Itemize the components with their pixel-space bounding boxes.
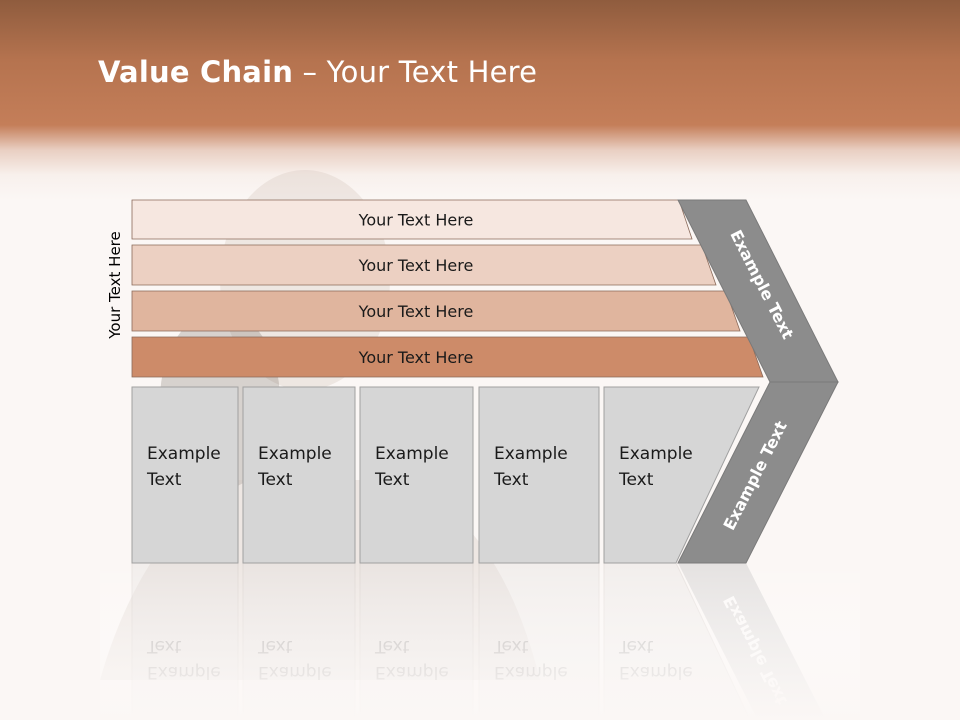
column-label-line2: Text: [146, 470, 182, 490]
band-3: Your Text Here: [131, 290, 741, 332]
column-label-line1: Example: [258, 444, 332, 464]
column-label-line1: Example: [375, 444, 449, 464]
column-label-line1: Example: [147, 444, 221, 464]
band-label: Your Text Here: [358, 256, 474, 275]
header-band: [0, 0, 960, 200]
column-label-line2: Text: [374, 470, 410, 490]
band-shape: [131, 244, 717, 286]
column-label-line2: Text: [618, 470, 654, 490]
band-shape: [131, 290, 741, 332]
page-title: Value Chain – Your Text Here: [98, 55, 538, 89]
band-label: Your Text Here: [358, 211, 474, 230]
band-4: Your Text Here: [131, 336, 764, 378]
band-label: Your Text Here: [358, 302, 474, 321]
column-shape: [359, 386, 474, 564]
column-label-line1: Example: [494, 444, 568, 464]
band-label: Your Text Here: [358, 348, 474, 367]
column-shape: [131, 386, 239, 564]
band-shape: [131, 336, 764, 378]
column-shape: [478, 386, 600, 564]
chevron-lower: [677, 381, 839, 564]
column-label-line2: Text: [257, 470, 293, 490]
column-shape: [603, 386, 760, 564]
band-2: Your Text Here: [131, 244, 717, 286]
column-label-line2: Text: [493, 470, 529, 490]
reflection-fade: [100, 563, 860, 720]
column-label-line1: Example: [619, 444, 693, 464]
column-shape: [242, 386, 356, 564]
band-shape: [131, 199, 693, 240]
band-1: Your Text Here: [131, 199, 693, 240]
